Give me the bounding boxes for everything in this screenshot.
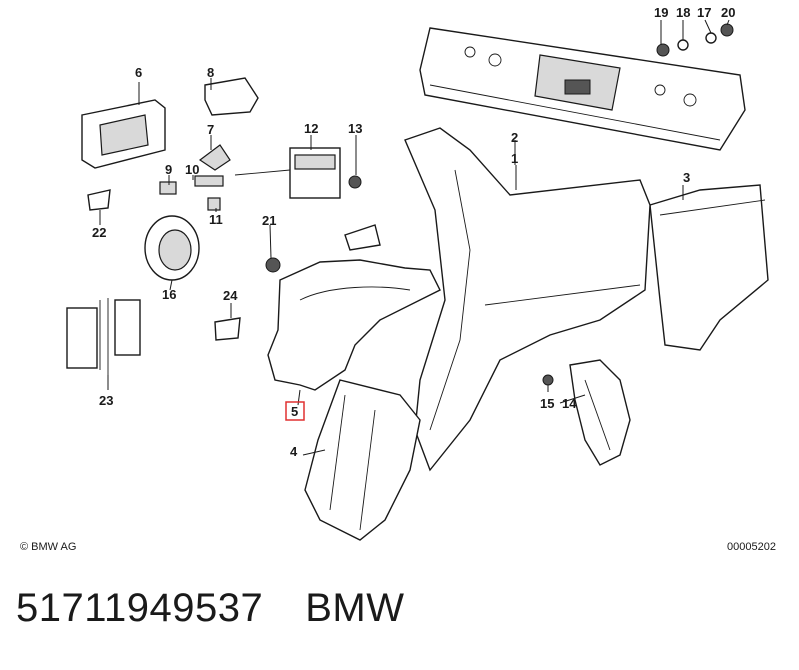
part-fuel-door <box>81 99 166 169</box>
callout-21: 21 <box>262 213 276 228</box>
callout-16: 16 <box>162 287 176 302</box>
callout-1: 1 <box>511 151 518 166</box>
part-small-fasteners <box>87 23 734 386</box>
callout-5: 5 <box>291 404 298 419</box>
callout-labels: 1 2 3 4 5 6 7 8 9 10 11 12 13 14 15 16 1… <box>92 5 735 459</box>
callout-8: 8 <box>207 65 214 80</box>
callout-6: 6 <box>135 65 142 80</box>
callout-13: 13 <box>348 121 362 136</box>
drawing-number: 00005202 <box>727 541 776 553</box>
callout-11: 11 <box>209 212 223 227</box>
callout-14: 14 <box>562 396 577 411</box>
callout-24: 24 <box>223 288 238 303</box>
callout-22: 22 <box>92 225 106 240</box>
callout-4: 4 <box>290 444 298 459</box>
part-wheel-arch-liner <box>267 224 441 391</box>
part-cover <box>204 77 259 116</box>
callout-2: 2 <box>511 130 518 145</box>
part-wheel-housing <box>304 379 421 541</box>
callout-18: 18 <box>676 5 690 20</box>
parts-diagram: 1 2 3 4 5 6 7 8 9 10 11 12 13 14 15 16 1… <box>66 5 769 541</box>
callout-7: 7 <box>207 122 214 137</box>
callout-15: 15 <box>540 396 554 411</box>
part-seal <box>144 215 200 281</box>
callout-12: 12 <box>304 121 318 136</box>
callout-20: 20 <box>721 5 735 20</box>
callout-10: 10 <box>185 162 199 177</box>
callout-5-highlight-box <box>285 401 305 421</box>
part-caption: 51711949537 BMW <box>16 586 405 631</box>
callout-19: 19 <box>654 5 668 20</box>
callout-17: 17 <box>697 5 711 20</box>
part-hinge <box>198 144 231 171</box>
part-side-panel <box>404 127 651 472</box>
callout-23: 23 <box>99 393 113 408</box>
part-quarter-section <box>649 184 769 351</box>
part-bracket <box>569 359 631 466</box>
callout-3: 3 <box>683 170 690 185</box>
part-hinge-assembly <box>66 298 141 375</box>
leader-lines <box>99 19 730 456</box>
copyright-text: © BMW AG <box>20 541 77 553</box>
part-actuator <box>234 147 341 199</box>
part-rear-panel <box>419 27 746 151</box>
callout-9: 9 <box>165 162 172 177</box>
brand-name: BMW <box>305 586 405 630</box>
part-number: 51711949537 <box>16 586 264 630</box>
